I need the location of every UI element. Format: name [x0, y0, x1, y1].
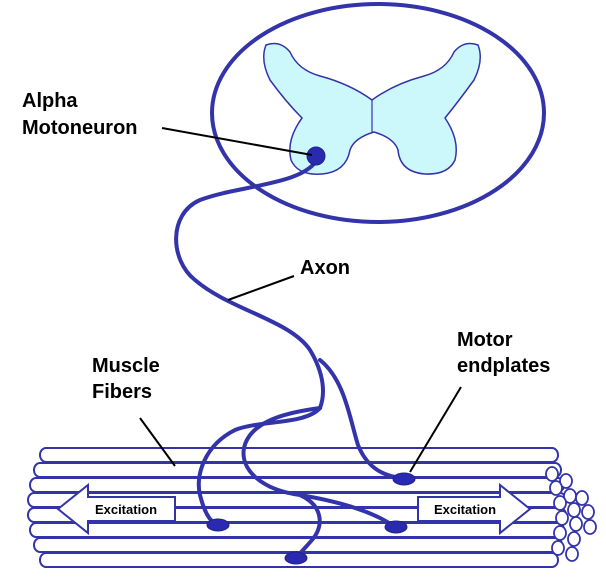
- label-alpha-motoneuron: Alpha Motoneuron: [22, 90, 138, 139]
- leader-lines: [139, 127, 462, 473]
- leader-line-endplates: [409, 386, 462, 473]
- axon-branch-left: [196, 406, 322, 526]
- motor-endplates: [206, 472, 416, 565]
- motor-endplate: [206, 518, 230, 532]
- alpha-motoneuron-soma: [306, 146, 326, 166]
- leader-line-axon: [227, 275, 295, 301]
- leader-line-muscle-fibers: [139, 417, 176, 467]
- label-motor-endplates-line2: endplates: [457, 355, 550, 377]
- fiber-end-caps: [545, 466, 597, 562]
- label-motor-endplates-line1: Motor: [457, 329, 513, 351]
- muscle-fiber: [29, 477, 565, 493]
- label-alpha-motoneuron-line1: Alpha: [22, 90, 78, 112]
- excitation-arrow-left: [56, 482, 176, 536]
- label-alpha-motoneuron-line2: Motoneuron: [22, 117, 138, 139]
- muscle-fiber: [33, 537, 563, 553]
- motor-endplate: [284, 551, 308, 565]
- label-muscle-fibers: Muscle Fibers: [92, 355, 165, 403]
- label-axon: Axon: [300, 257, 350, 279]
- motor-endplate: [384, 520, 408, 534]
- excitation-arrow-right: [417, 482, 532, 536]
- axon-trunk: [174, 156, 325, 410]
- excitation-label-right: Excitation: [434, 502, 496, 517]
- axon-branch-top-right: [318, 358, 404, 480]
- label-motor-endplates: Motor endplates: [457, 329, 550, 377]
- motor-endplate: [392, 472, 416, 486]
- excitation-label-left: Excitation: [95, 502, 157, 517]
- muscle-fiber: [33, 462, 562, 478]
- leader-line-motoneuron: [161, 127, 313, 156]
- muscle-fiber: [29, 522, 565, 538]
- muscle-fiber: [39, 447, 559, 463]
- label-muscle-fibers-line2: Fibers: [92, 381, 152, 403]
- label-muscle-fibers-line1: Muscle: [92, 355, 160, 377]
